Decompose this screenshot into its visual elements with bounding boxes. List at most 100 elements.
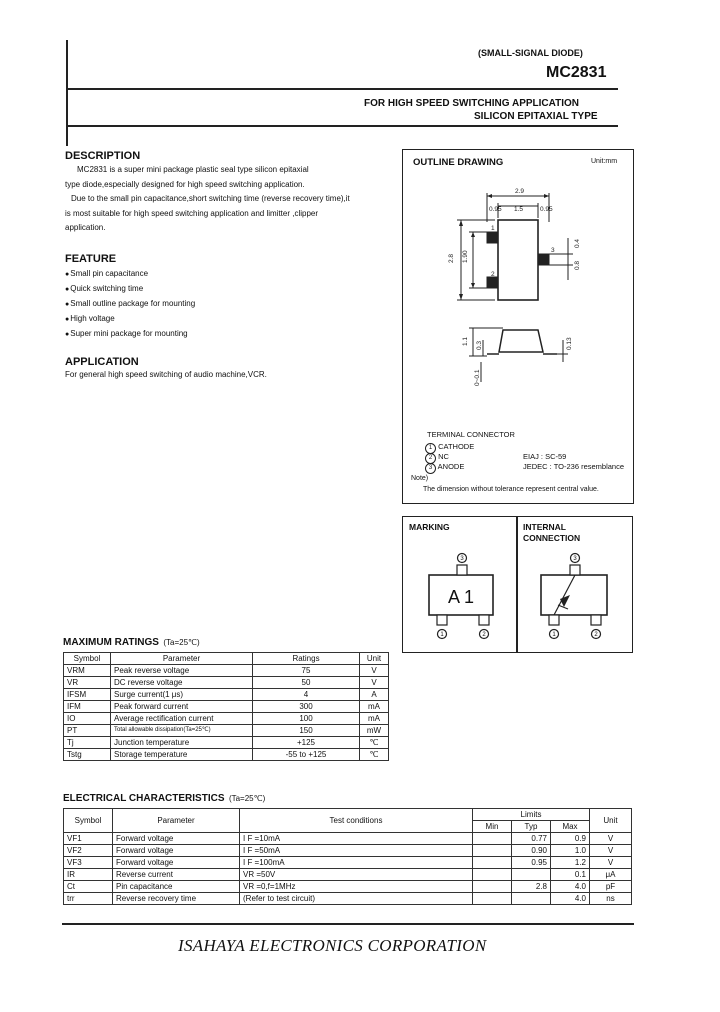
- terminal-std: JEDEC : TO-236 resemblance: [523, 462, 625, 471]
- cell-conditions: VR =50V: [239, 868, 473, 881]
- dim-standoff: 0.3: [476, 341, 483, 350]
- cell-symbol: VR: [63, 676, 111, 689]
- application-line: FOR HIGH SPEED SWITCHING APPLICATION: [364, 98, 580, 109]
- cell-unit: V: [359, 664, 389, 677]
- cell-rating: -55 to +125: [252, 748, 360, 761]
- header-conditions: Test conditions: [239, 808, 473, 833]
- cell-typ: 0.77: [511, 832, 551, 845]
- cell-unit: μA: [589, 868, 632, 881]
- marking-pin-2: 2: [482, 632, 486, 638]
- cell-parameter: Storage temperature: [110, 748, 253, 761]
- cell-rating: 100: [252, 712, 360, 725]
- cell-conditions: I F =10mA: [239, 832, 473, 845]
- marking-pin-1: 1: [440, 632, 444, 638]
- cell-unit: mA: [359, 712, 389, 725]
- cell-unit: mA: [359, 700, 389, 713]
- cell-unit: V: [589, 844, 632, 857]
- cell-typ: 2.8: [511, 880, 551, 893]
- terminal-name: CATHODE: [438, 442, 475, 451]
- dim-pitch-right: 0.95: [540, 206, 553, 213]
- cell-unit: A: [359, 688, 389, 701]
- header-parameter: Parameter: [110, 652, 253, 665]
- side-view-body: [498, 329, 544, 353]
- cell-rating: 300: [252, 700, 360, 713]
- cell-unit: ℃: [359, 748, 389, 761]
- electrical-condition: (Ta=25℃): [228, 794, 266, 803]
- cell-rating: 50: [252, 676, 360, 689]
- part-number: MC2831: [546, 64, 607, 81]
- cell-typ: 0.95: [511, 856, 551, 869]
- cell-typ: [511, 868, 551, 881]
- cell-parameter: Forward voltage: [112, 856, 240, 869]
- internal-title-line2: CONNECTION: [523, 533, 581, 543]
- cell-min: [472, 892, 512, 905]
- cell-unit: ns: [589, 892, 632, 905]
- cell-rating: 150: [252, 724, 360, 737]
- cell-min: [472, 856, 512, 869]
- type-line: SILICON EPITAXIAL TYPE: [474, 111, 598, 122]
- header-rule-2: [66, 125, 618, 127]
- cell-unit: V: [589, 832, 632, 845]
- lead-1: [486, 231, 499, 244]
- cell-typ: 0.90: [511, 844, 551, 857]
- marking-pin-3: 3: [460, 556, 464, 562]
- cell-symbol: VF2: [63, 844, 113, 857]
- header-unit: Unit: [359, 652, 389, 665]
- dim-pitch-left: 0.95: [489, 206, 502, 213]
- terminal-title: TERMINAL CONNECTOR: [427, 430, 515, 439]
- cell-min: [472, 880, 512, 893]
- header-symbol: Symbol: [63, 808, 113, 833]
- cell-parameter: Reverse recovery time: [112, 892, 240, 905]
- cell-max: 1.0: [550, 844, 590, 857]
- dim-thickness: 0.13: [566, 337, 573, 350]
- dim-body-height: 1.90: [462, 250, 469, 263]
- description-title: DESCRIPTION: [65, 150, 141, 162]
- cell-symbol: IO: [63, 712, 111, 725]
- cell-parameter: DC reverse voltage: [110, 676, 253, 689]
- cell-unit: mW: [359, 724, 389, 737]
- footer-rule: [62, 923, 634, 925]
- dim-center: 1.5: [514, 206, 523, 213]
- feature-item: Small pin capacitance: [65, 266, 195, 281]
- cell-symbol: trr: [63, 892, 113, 905]
- cell-rating: +125: [252, 736, 360, 749]
- terminal-row: 2 NC EIAJ : SC-59: [425, 452, 630, 464]
- application-title: APPLICATION: [65, 356, 139, 368]
- cell-symbol: IFSM: [63, 688, 111, 701]
- marking-title: MARKING: [409, 522, 450, 532]
- cell-parameter: Peak forward current: [110, 700, 253, 713]
- cell-max: 4.0: [550, 880, 590, 893]
- marking-box: MARKING A 1 3 1 2: [402, 516, 518, 653]
- header-ratings: Ratings: [252, 652, 360, 665]
- header-min: Min: [472, 820, 512, 833]
- outline-unit: Unit:mm: [591, 158, 618, 165]
- cell-symbol: VF1: [63, 832, 113, 845]
- cell-symbol: VF3: [63, 856, 113, 869]
- cell-parameter: Forward voltage: [112, 844, 240, 857]
- cell-parameter: Forward voltage: [112, 832, 240, 845]
- cell-parameter: Average rectification current: [110, 712, 253, 725]
- cell-parameter: Junction temperature: [110, 736, 253, 749]
- max-ratings-title: MAXIMUM RATINGS: [63, 637, 159, 648]
- note-label: Note): [411, 475, 429, 482]
- terminal-row: 3 ANODE JEDEC : TO-236 resemblance: [425, 462, 630, 474]
- marking-drawing: A 1 3 1 2: [428, 552, 494, 640]
- internal-title-line1: INTERNAL: [523, 522, 566, 532]
- description-line: is most suitable for high speed switchin…: [65, 208, 319, 218]
- dim-lead-width: 0.4: [574, 239, 581, 248]
- outline-drawing: 2.9 0.95 1.5 0.95 2.8 1.90 0.4 0.8 1.1 0…: [448, 188, 581, 386]
- electrical-table: Symbol Parameter Test conditions Limits …: [63, 808, 632, 905]
- cell-min: [472, 844, 512, 857]
- internal-pin-3: 3: [573, 556, 577, 562]
- internal-drawing: 3 1 2: [540, 552, 608, 640]
- internal-pin-1: 1: [552, 632, 556, 638]
- dim-overall-height: 2.8: [448, 254, 455, 263]
- description-line: Due to the small pin capacitance,short s…: [71, 194, 350, 203]
